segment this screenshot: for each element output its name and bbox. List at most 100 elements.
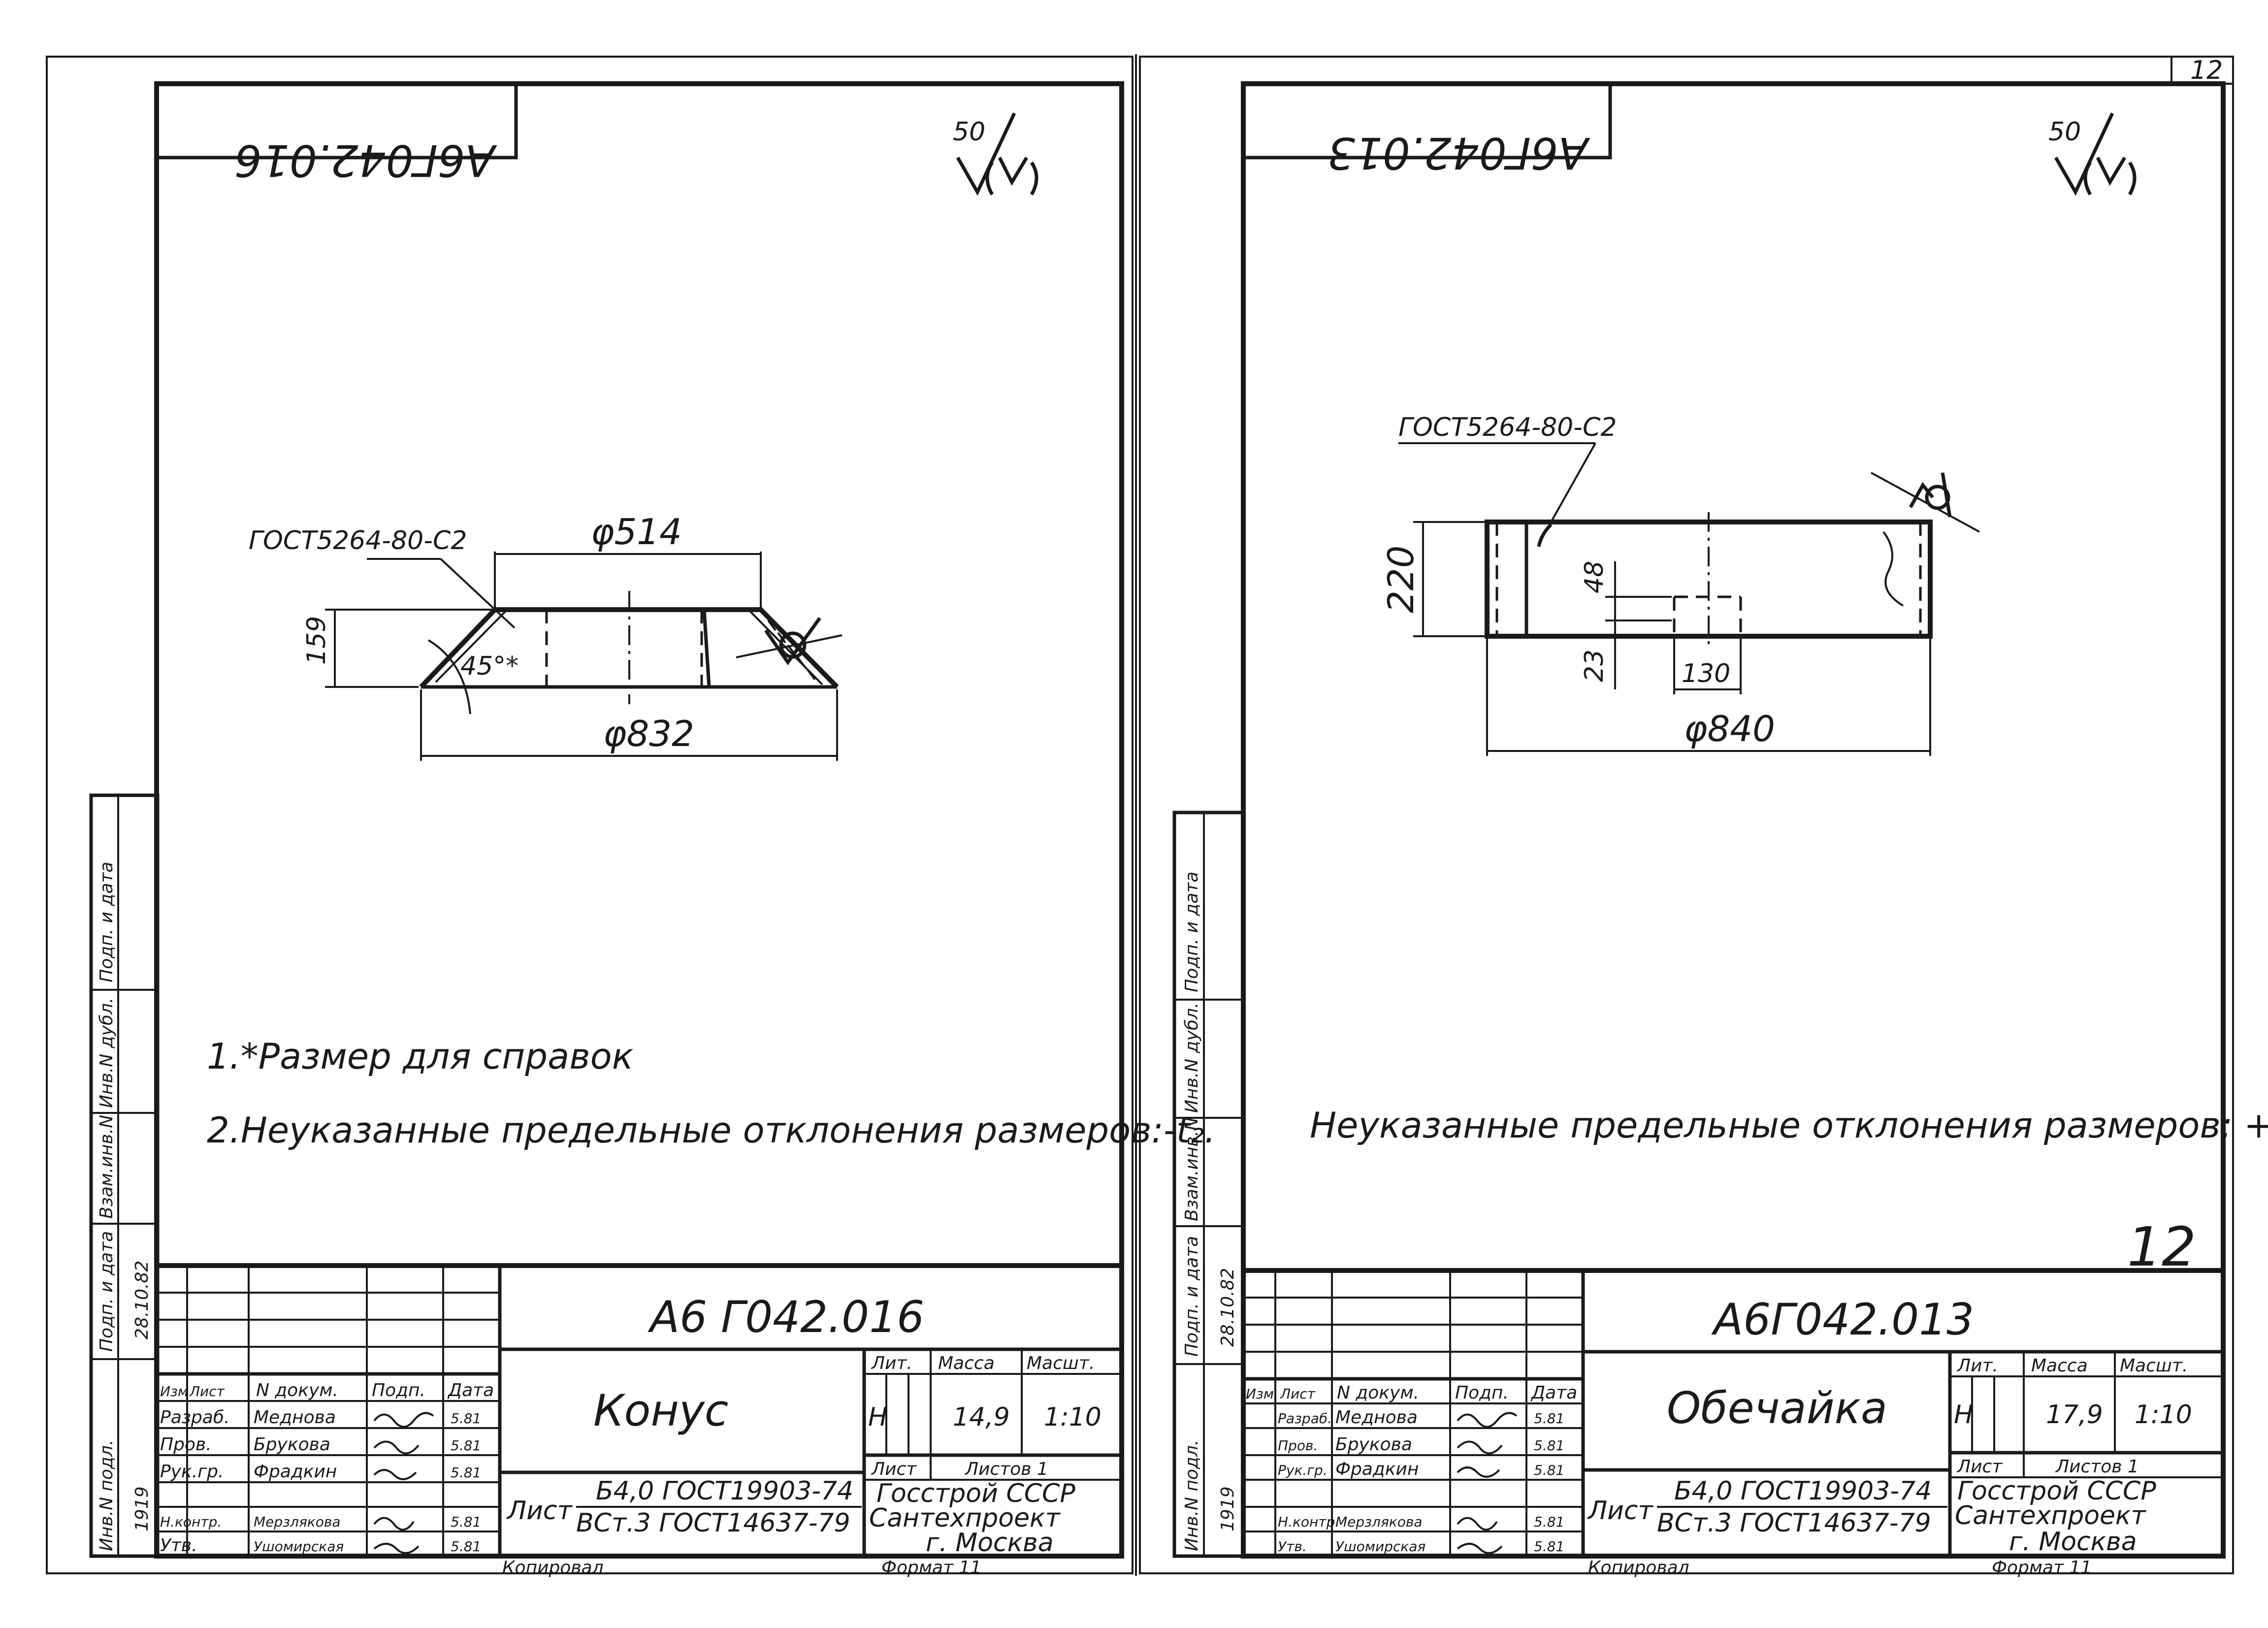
- sheet-number-box: 12: [2171, 56, 2234, 85]
- svg-text:Изм: Изм: [160, 1383, 188, 1400]
- right-dim-130: 130: [1682, 659, 1730, 688]
- svg-text:Утв.: Утв.: [160, 1535, 197, 1556]
- right-part-name: Обечайка: [1667, 1383, 1887, 1433]
- svg-text:Брукова: Брукова: [1335, 1434, 1412, 1455]
- svg-text:14,9: 14,9: [953, 1402, 1010, 1432]
- signature-7: [1457, 1440, 1503, 1455]
- left-header-code: A6Г042.016: [234, 135, 497, 186]
- svg-text:5.81: 5.81: [451, 1514, 481, 1530]
- svg-text:Сантехпроект: Сантехпроект: [869, 1503, 1061, 1533]
- svg-text:Инв.N подл.: Инв.N подл.: [1182, 1440, 1202, 1551]
- svg-text:Дата: Дата: [447, 1380, 494, 1400]
- svg-text:Масса: Масса: [938, 1353, 995, 1373]
- svg-text:Подп. и дата: Подп. и дата: [97, 1231, 117, 1352]
- signature-5: [373, 1543, 420, 1554]
- svg-text:Подп. и дата: Подп. и дата: [1182, 1236, 1202, 1357]
- svg-text:5.81: 5.81: [1534, 1514, 1564, 1530]
- svg-text:Н: Н: [868, 1402, 887, 1432]
- right-doc-code: А6Г042.013: [1711, 1294, 1974, 1345]
- right-roughness-symbol: 50: [2048, 112, 2137, 196]
- svg-text:Меднова: Меднова: [254, 1407, 336, 1428]
- svg-text:N докум.: N докум.: [256, 1380, 338, 1400]
- svg-text:Пров.: Пров.: [160, 1434, 212, 1455]
- svg-text:Утв.: Утв.: [1278, 1538, 1307, 1555]
- sheet-number: 12: [2190, 56, 2223, 85]
- left-side-strip: Инв.N подл. Подп. и дата Взам.инв.N Инв.…: [89, 793, 160, 1558]
- svg-text:Сантехпроект: Сантехпроект: [1955, 1501, 2146, 1530]
- svg-text:Подп. и дата: Подп. и дата: [1182, 872, 1202, 992]
- right-header-code: A6Г042.013: [1328, 128, 1590, 178]
- left-dim-angle: 45°*: [460, 651, 518, 681]
- svg-text:Ушомирская: Ушомирская: [254, 1538, 344, 1555]
- svg-text:Н.контр.: Н.контр.: [1278, 1514, 1339, 1530]
- svg-text:1:10: 1:10: [2135, 1400, 2192, 1430]
- svg-text:N докум.: N докум.: [1337, 1383, 1419, 1403]
- svg-text:Н.контр.: Н.контр.: [160, 1514, 222, 1530]
- signature-6: [1457, 1412, 1518, 1428]
- svg-text:Подп.: Подп.: [1455, 1383, 1509, 1403]
- right-weld-label: ГОСТ5264-80-С2: [1398, 413, 1617, 442]
- svg-text:5.81: 5.81: [451, 1465, 481, 1481]
- svg-text:Н: Н: [1954, 1400, 1973, 1430]
- svg-text:Лист: Лист: [1956, 1457, 2003, 1477]
- svg-text:Подп. и дата: Подп. и дата: [97, 862, 117, 982]
- svg-text:50: 50: [2048, 117, 2081, 147]
- svg-text:28.10.82: 28.10.82: [1218, 1268, 1238, 1347]
- svg-text:Масшт.: Масшт.: [1027, 1353, 1095, 1373]
- signature-9: [1457, 1517, 1498, 1531]
- svg-text:Разраб.: Разраб.: [1278, 1410, 1332, 1427]
- right-sheet: A6Г042.013 50 220: [1241, 81, 2268, 1559]
- svg-text:Лит.: Лит.: [1956, 1356, 1998, 1376]
- svg-text:Мерзлякова: Мерзлякова: [254, 1514, 341, 1530]
- right-dim-height: 220: [1380, 546, 1422, 613]
- svg-text:5.81: 5.81: [451, 1410, 481, 1427]
- svg-text:Брукова: Брукова: [254, 1434, 330, 1455]
- svg-text:Госстрой СССР: Госстрой СССР: [1957, 1476, 2156, 1506]
- outer-frame: [46, 54, 2234, 1576]
- svg-text:Лит.: Лит.: [871, 1353, 912, 1373]
- svg-text:5.81: 5.81: [1534, 1410, 1564, 1427]
- svg-text:Масшт.: Масшт.: [2120, 1356, 2188, 1376]
- left-dim-top: φ514: [591, 511, 682, 553]
- svg-text:Изм: Изм: [1246, 1386, 1274, 1402]
- svg-text:Б4,0 ГОСТ19903-74: Б4,0 ГОСТ19903-74: [1674, 1476, 1932, 1506]
- svg-text:1919: 1919: [1218, 1486, 1238, 1531]
- left-note-2: 2.Неуказанные предельные отклонения разм…: [207, 1109, 1216, 1151]
- left-note-1: 1.*Размер для справок: [207, 1036, 633, 1077]
- right-title-block: А6Г042.013 Изм Лист N докум. Подп. Дата …: [1241, 1268, 2226, 1578]
- svg-text:Копировал: Копировал: [1588, 1558, 1689, 1578]
- right-note-1: Неуказанные предельные отклонения размер…: [1310, 1105, 2268, 1146]
- svg-text:г. Москва: г. Москва: [926, 1528, 1054, 1558]
- svg-text:Ушомирская: Ушомирская: [1335, 1538, 1426, 1555]
- left-inner-frame: [154, 81, 1124, 1559]
- signature-10: [1457, 1543, 1503, 1554]
- left-header-box: [155, 82, 518, 160]
- handwritten-number: 12: [2127, 1215, 2196, 1278]
- svg-text:5.81: 5.81: [1534, 1462, 1564, 1478]
- signature-1: [373, 1412, 434, 1428]
- svg-text:Формат 11: Формат 11: [881, 1558, 981, 1578]
- svg-text:Взам.инв.N: Взам.инв.N: [1182, 1117, 1202, 1221]
- svg-text:Лист: Лист: [506, 1496, 573, 1526]
- svg-text:Подп.: Подп.: [372, 1380, 425, 1400]
- right-dim-23: 23: [1580, 650, 1609, 682]
- svg-text:ВСт.3 ГОСТ14637-79: ВСт.3 ГОСТ14637-79: [1657, 1508, 1931, 1538]
- svg-text:1919: 1919: [132, 1486, 152, 1531]
- right-shell-drawing: 220 48 23 130 φ840 ГОСТ5264-80-С2: [1380, 413, 1980, 756]
- svg-text:28.10.82: 28.10.82: [132, 1261, 152, 1339]
- svg-text:Копировал: Копировал: [502, 1558, 604, 1578]
- svg-text:Взам.инв.N: Взам.инв.N: [97, 1115, 117, 1219]
- svg-text:50: 50: [953, 117, 985, 147]
- svg-text:Формат 11: Формат 11: [1992, 1558, 2092, 1578]
- svg-text:ВСт.3 ГОСТ14637-79: ВСт.3 ГОСТ14637-79: [576, 1508, 850, 1538]
- svg-text:г. Москва: г. Москва: [2009, 1527, 2137, 1557]
- svg-text:Дата: Дата: [1530, 1383, 1577, 1403]
- svg-text:Лист: Лист: [1587, 1496, 1653, 1526]
- left-title-block: А6 Г042.016 Изм Лист N докум. Подп. Дата…: [154, 1263, 1124, 1578]
- svg-text:5.81: 5.81: [451, 1437, 481, 1454]
- left-part-name: Конус: [593, 1385, 728, 1436]
- svg-text:Госстрой СССР: Госстрой СССР: [876, 1479, 1075, 1508]
- svg-text:5.81: 5.81: [1534, 1437, 1564, 1454]
- svg-text:1:10: 1:10: [1044, 1402, 1102, 1432]
